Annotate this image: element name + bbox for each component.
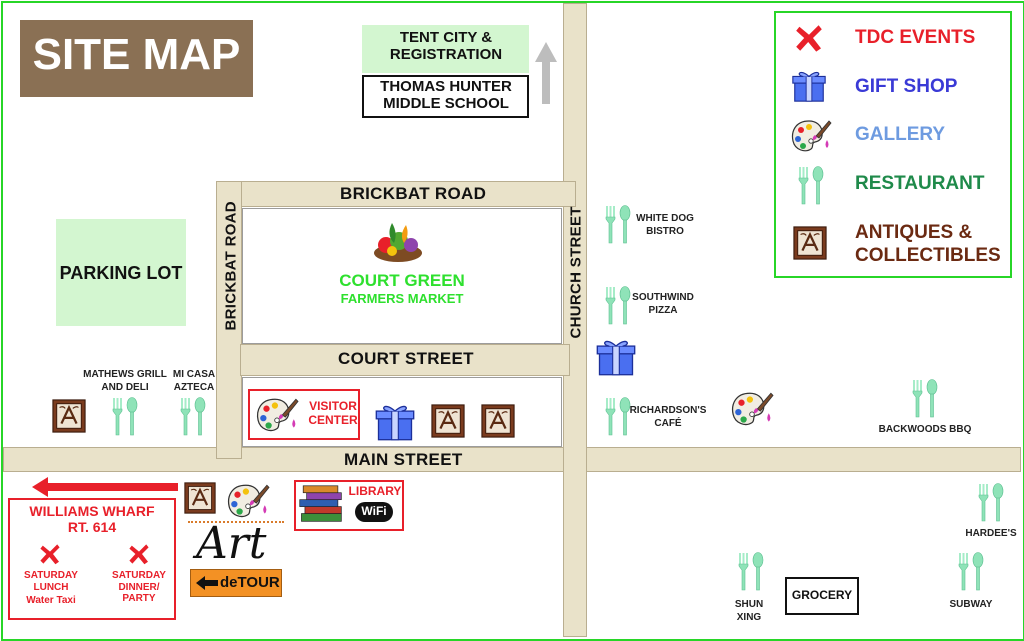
court-street-road — [240, 344, 570, 376]
mathews-grill-label: MATHEWS GRILL AND DELI — [83, 369, 167, 393]
fork-spoon-icon — [796, 165, 826, 205]
water-taxi-label: Water Taxi — [26, 595, 76, 606]
north-arrow-icon — [535, 42, 557, 104]
court-green-block — [242, 208, 562, 344]
parking-lot-label: PARKING LOT — [59, 263, 183, 283]
mi-casa-label: MI CASA AZTECA — [172, 369, 216, 393]
fork-spoon-icon — [736, 551, 766, 591]
antique-icon — [184, 480, 216, 516]
legend-antiques: ANTIQUES & COLLECTIBLES — [855, 222, 1001, 266]
antique-icon — [431, 404, 465, 438]
books-icon — [298, 483, 350, 525]
legend-gift-shop: GIFT SHOP — [855, 76, 958, 97]
backwoods-label: BACKWOODS BBQ — [878, 424, 972, 435]
brickbat-road-label: BRICKBAT ROAD — [340, 184, 487, 203]
left-arrow-icon — [32, 477, 178, 497]
fork-spoon-icon — [603, 204, 633, 244]
court-green-title: COURT GREEN — [339, 271, 465, 290]
brickbat-road-vertical-label: BRICKBAT ROAD — [222, 201, 240, 331]
hardees-label: HARDEE'S — [965, 528, 1017, 539]
court-green-subtitle: FARMERS MARKET — [340, 291, 464, 306]
williams-wharf-box — [8, 498, 176, 620]
x-mark-icon — [793, 22, 825, 54]
palette-icon — [224, 480, 272, 522]
white-dog-label: WHITE DOG BISTRO — [636, 213, 694, 237]
church-street-label: CHURCH STREET — [567, 206, 585, 339]
palette-icon — [253, 394, 301, 436]
legend-tdc-events: TDC EVENTS — [855, 27, 976, 48]
shun-xing-label: SHUN XING — [734, 599, 764, 623]
fork-spoon-icon — [603, 285, 633, 325]
fork-spoon-icon — [178, 396, 208, 436]
art-script-label: Art — [196, 518, 267, 569]
antique-icon — [481, 404, 515, 438]
dotted-divider — [188, 521, 284, 523]
library-label: LIBRARY — [348, 484, 402, 498]
richardsons-label: RICHARDSON'S CAFÉ — [629, 405, 707, 429]
fork-spoon-icon — [976, 482, 1006, 522]
fork-spoon-icon — [910, 378, 940, 418]
brickbat-road-horizontal — [216, 181, 576, 207]
wifi-badge — [355, 502, 393, 522]
legend-gallery: GALLERY — [855, 124, 946, 145]
gift-icon — [790, 66, 828, 104]
legend-restaurant: RESTAURANT — [855, 173, 985, 194]
southwind-label: SOUTHWIND PIZZA — [632, 292, 694, 316]
saturday-dinner-label: SATURDAY DINNER/ PARTY — [112, 570, 166, 604]
saturday-lunch-label: SATURDAY LUNCH — [24, 570, 78, 593]
palette-icon — [788, 116, 834, 156]
antique-icon — [52, 398, 86, 434]
x-mark-icon — [38, 542, 62, 566]
tent-city-label: TENT CITY & REGISTRATION — [389, 29, 503, 64]
gift-icon — [594, 334, 638, 378]
grocery-box — [785, 577, 859, 615]
fork-spoon-icon — [110, 396, 140, 436]
parking-lot-area — [56, 219, 186, 326]
thomas-hunter-box — [362, 75, 529, 118]
main-street-label: MAIN STREET — [344, 450, 463, 469]
williams-wharf-label: WILLIAMS WHARF RT. 614 — [29, 503, 155, 536]
vegetables-icon — [368, 217, 428, 270]
wifi-label: WiFi — [361, 504, 387, 518]
site-map-title-box — [20, 20, 253, 97]
tent-city-box — [362, 25, 529, 73]
court-street-label: COURT STREET — [338, 349, 474, 368]
site-map-title: SITE MAP — [32, 30, 241, 79]
brickbat-road-vertical — [216, 181, 242, 459]
church-street-road — [563, 3, 587, 637]
gift-icon — [373, 399, 417, 443]
grocery-label: GROCERY — [791, 588, 853, 602]
palette-icon — [728, 388, 776, 430]
x-mark-icon — [127, 542, 151, 566]
fork-spoon-icon — [956, 551, 986, 591]
visitor-center-label: VISITOR CENTER — [308, 399, 358, 427]
thomas-hunter-label: THOMAS HUNTER MIDDLE SCHOOL — [380, 78, 512, 113]
antique-icon — [793, 224, 827, 262]
main-street-road — [3, 447, 1021, 472]
left-arrow-icon — [196, 576, 218, 590]
subway-label: SUBWAY — [949, 599, 993, 610]
detour-label: deTOUR — [220, 574, 280, 591]
